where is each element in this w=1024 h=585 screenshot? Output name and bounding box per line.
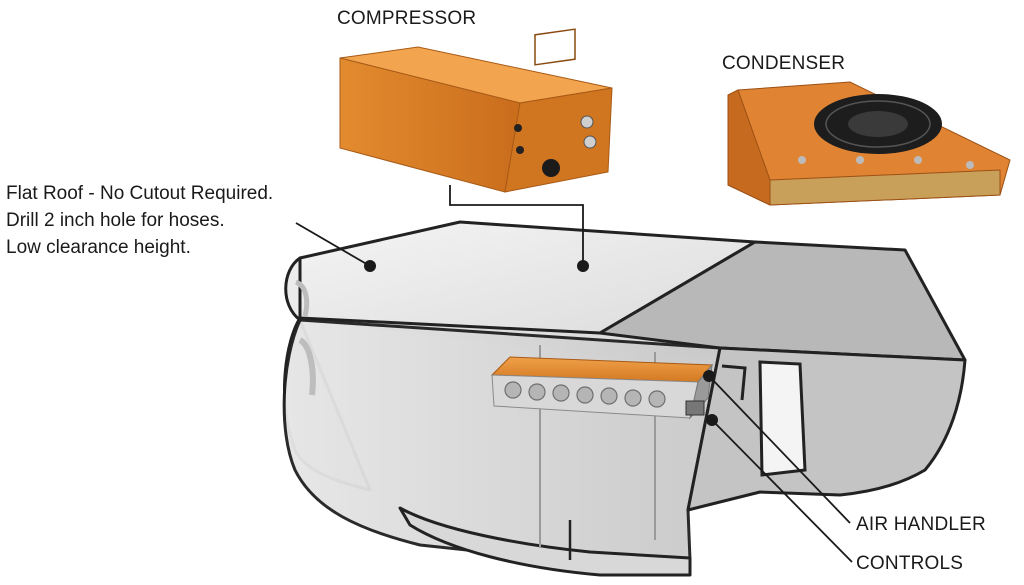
vent-icon	[552, 384, 570, 402]
condenser-bolt-icon	[798, 156, 806, 164]
vent-icon	[528, 383, 546, 401]
compressor-front	[504, 87, 613, 193]
cab-window-frame	[721, 364, 747, 401]
air-handler-label: AIR HANDLER	[856, 514, 986, 535]
note-line: Flat Roof - No Cutout Required.	[6, 183, 274, 204]
compressor-valve-icon	[580, 115, 594, 129]
leader-flat-roof	[295, 222, 371, 267]
vent-icon	[600, 387, 618, 405]
condenser-unit	[727, 81, 1011, 206]
condenser-bolt-icon	[856, 156, 864, 164]
leader-dots	[364, 260, 718, 426]
condenser-bolt-icon	[966, 161, 974, 169]
leader-air-handler	[708, 375, 851, 524]
fan-grille-icon	[825, 100, 931, 148]
compressor-label: COMPRESSOR	[337, 8, 477, 29]
vent-icon	[624, 389, 642, 407]
compressor-port-icon	[516, 146, 524, 154]
compressor-outlet-icon	[542, 159, 560, 177]
controls-label: CONTROLS	[856, 553, 964, 574]
cab-bottom-skirt	[398, 506, 692, 577]
condenser-side	[727, 89, 771, 206]
cab-right-body	[686, 346, 967, 512]
marker-dot	[703, 370, 715, 382]
condenser-label: CONDENSER	[722, 53, 846, 74]
cab-side-panel	[294, 279, 310, 317]
compressor-valve-icon	[583, 135, 597, 149]
condenser-bolt-icon	[914, 156, 922, 164]
marker-dot	[706, 414, 718, 426]
leader-lines	[295, 185, 853, 563]
flat-roof-notes: Flat Roof - No Cutout Required. Drill 2 …	[6, 180, 273, 261]
compressor-panel	[534, 28, 576, 66]
compressor-port-icon	[514, 124, 522, 132]
cab-door-opening	[758, 360, 807, 477]
truck-cab	[282, 220, 967, 577]
marker-dot	[577, 260, 589, 272]
vent-icon	[576, 386, 594, 404]
marker-dot	[364, 260, 376, 272]
leader-controls	[711, 419, 853, 563]
controls-box	[685, 400, 705, 416]
leader-compressor	[449, 185, 584, 266]
air-handler-unit	[490, 356, 714, 420]
note-line: Low clearance height.	[6, 237, 191, 258]
note-line: Drill 2 inch hole for hoses.	[6, 210, 225, 231]
compressor-unit	[339, 28, 613, 193]
vent-icon	[504, 381, 522, 399]
fan-hub-icon	[848, 111, 908, 137]
vent-icon	[648, 390, 666, 408]
cab-side-window	[298, 337, 316, 396]
air-handler-vents	[504, 381, 666, 408]
